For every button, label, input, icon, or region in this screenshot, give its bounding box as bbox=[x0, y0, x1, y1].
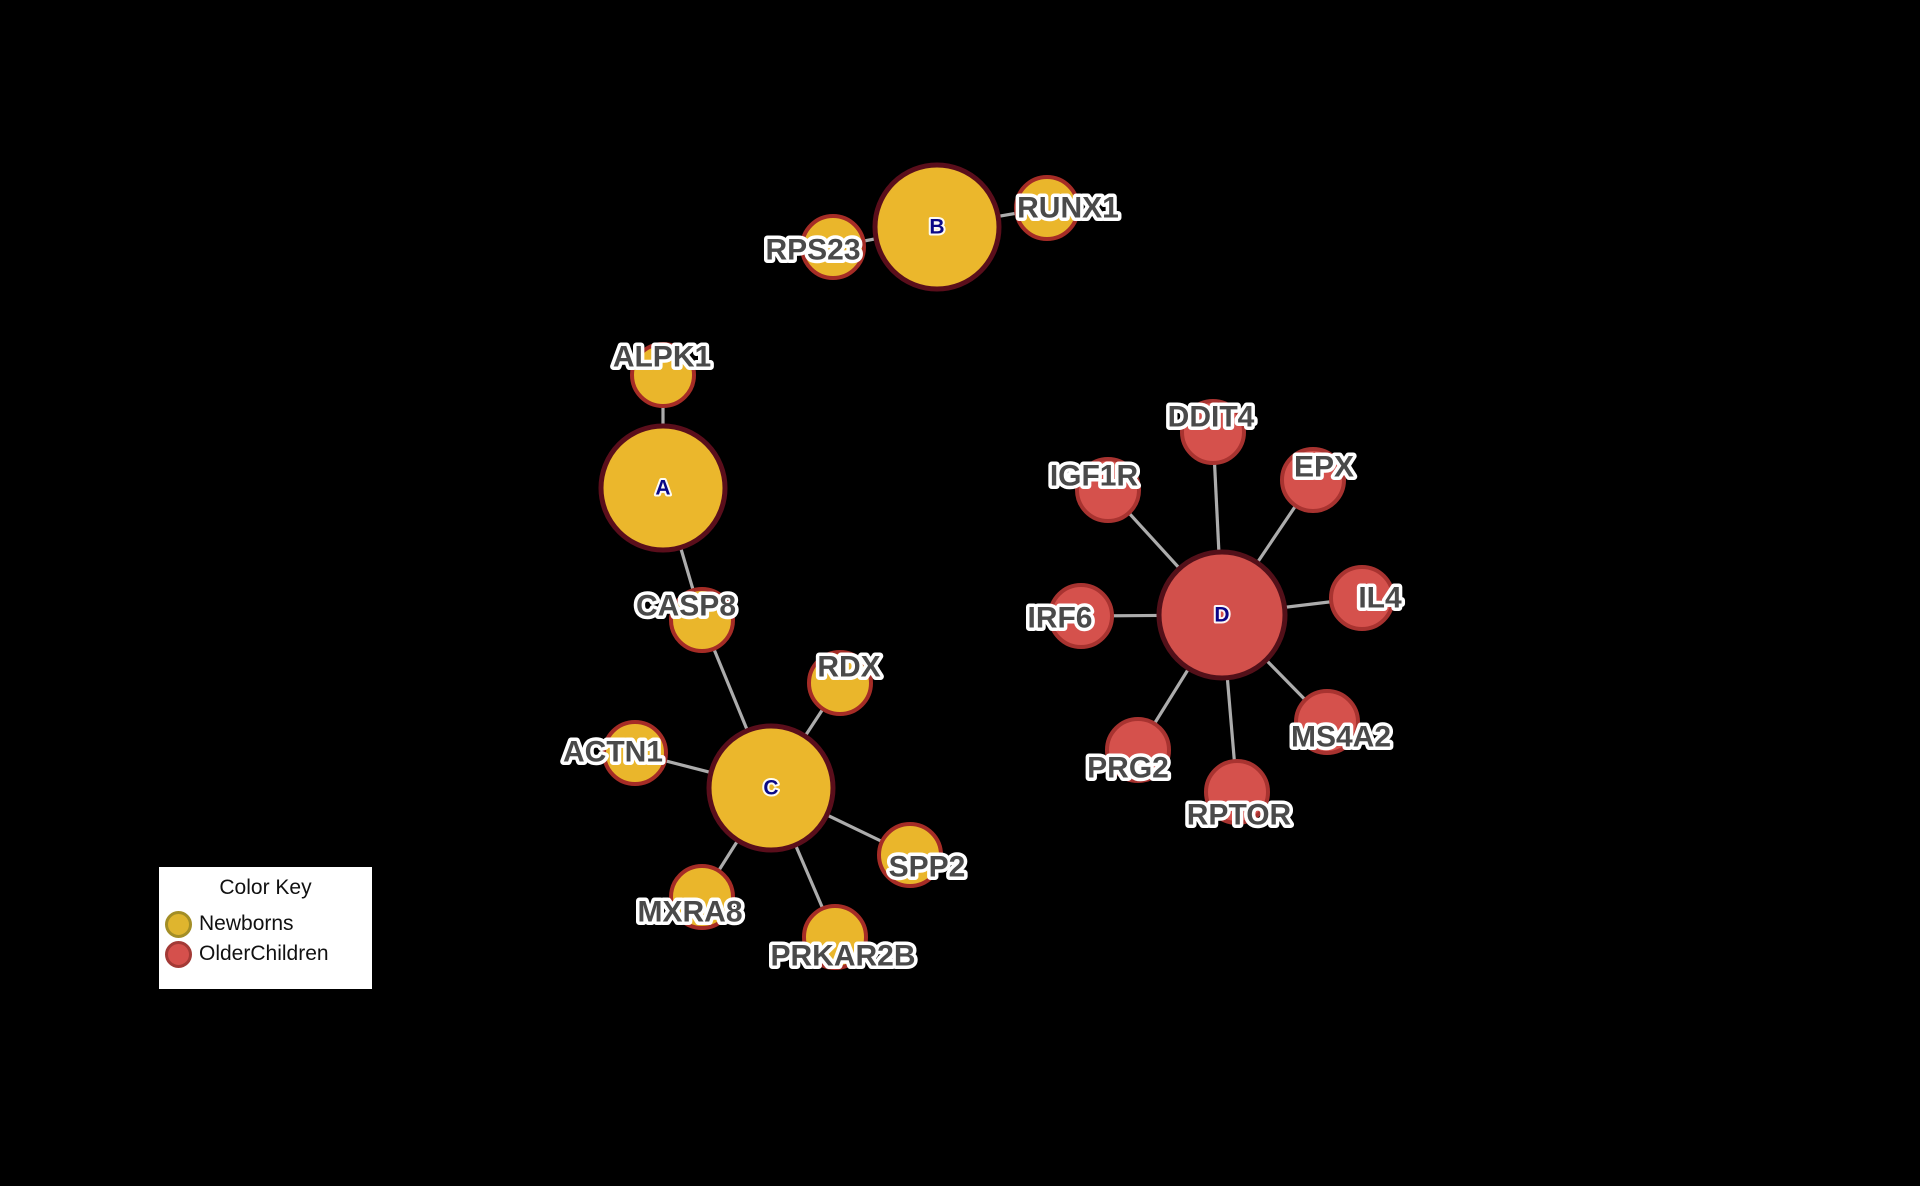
gene-label-ACTN1: ACTN1 bbox=[563, 736, 663, 769]
cluster-label-A: A bbox=[655, 477, 670, 500]
node-CASP8-circle bbox=[669, 587, 735, 653]
node-RPTOR-circle bbox=[1204, 759, 1270, 825]
node-ALPK1-circle bbox=[630, 342, 696, 408]
node-PRG2-circle bbox=[1105, 717, 1171, 783]
node-DDIT4-circle bbox=[1180, 399, 1246, 465]
node-D-circle bbox=[1156, 549, 1288, 681]
node-RUNX1-circle bbox=[1014, 175, 1080, 241]
gene-label-MXRA8: MXRA8 bbox=[637, 896, 742, 929]
legend-label: OlderChildren bbox=[199, 942, 329, 965]
node-IRF6-circle bbox=[1048, 583, 1114, 649]
gene-label-IGF1R: IGF1R bbox=[1050, 460, 1139, 493]
node-MXRA8-circle bbox=[669, 864, 735, 930]
gene-label-ALPK1: ALPK1 bbox=[613, 341, 711, 374]
node-RPS23-circle bbox=[800, 214, 866, 280]
gene-label-IL4: IL4 bbox=[1358, 582, 1402, 615]
legend-swatch-olderchildren-icon bbox=[165, 940, 192, 968]
node-ACTN1-circle bbox=[602, 720, 668, 786]
gene-label-RPTOR: RPTOR bbox=[1187, 799, 1292, 832]
node-IL4-circle bbox=[1329, 565, 1395, 631]
gene-label-RPS23: RPS23 bbox=[765, 234, 860, 267]
gene-label-EPX: EPX bbox=[1294, 451, 1354, 484]
node-C-circle bbox=[706, 723, 836, 853]
legend-label: Newborns bbox=[199, 912, 294, 935]
legend-swatch-newborns-icon bbox=[165, 910, 192, 938]
node-B-circle bbox=[872, 162, 1002, 292]
cluster-label-C: C bbox=[763, 777, 778, 800]
cluster-label-B: B bbox=[929, 216, 944, 239]
gene-label-RUNX1: RUNX1 bbox=[1017, 192, 1119, 225]
node-RDX-circle bbox=[807, 650, 873, 716]
legend-item-newborns: Newborns bbox=[159, 909, 372, 939]
gene-label-DDIT4: DDIT4 bbox=[1168, 401, 1255, 434]
node-SPP2-circle bbox=[877, 822, 943, 888]
legend-title: Color Key bbox=[219, 876, 312, 899]
gene-label-SPP2: SPP2 bbox=[889, 851, 966, 884]
gene-label-RDX: RDX bbox=[817, 651, 880, 684]
node-MS4A2-circle bbox=[1294, 689, 1360, 755]
gene-label-PRKAR2B: PRKAR2B bbox=[770, 940, 915, 973]
gene-label-MS4A2: MS4A2 bbox=[1291, 721, 1391, 754]
legend-item-olderchildren: OlderChildren bbox=[159, 939, 372, 969]
gene-label-PRG2: PRG2 bbox=[1087, 752, 1169, 785]
node-PRKAR2B-circle bbox=[802, 904, 868, 970]
node-EPX-circle bbox=[1280, 447, 1346, 513]
node-A-circle bbox=[598, 423, 728, 553]
gene-label-CASP8: CASP8 bbox=[636, 590, 736, 623]
node-IGF1R-circle bbox=[1075, 457, 1141, 523]
cluster-label-D: D bbox=[1214, 604, 1229, 627]
gene-label-IRF6: IRF6 bbox=[1027, 602, 1092, 635]
